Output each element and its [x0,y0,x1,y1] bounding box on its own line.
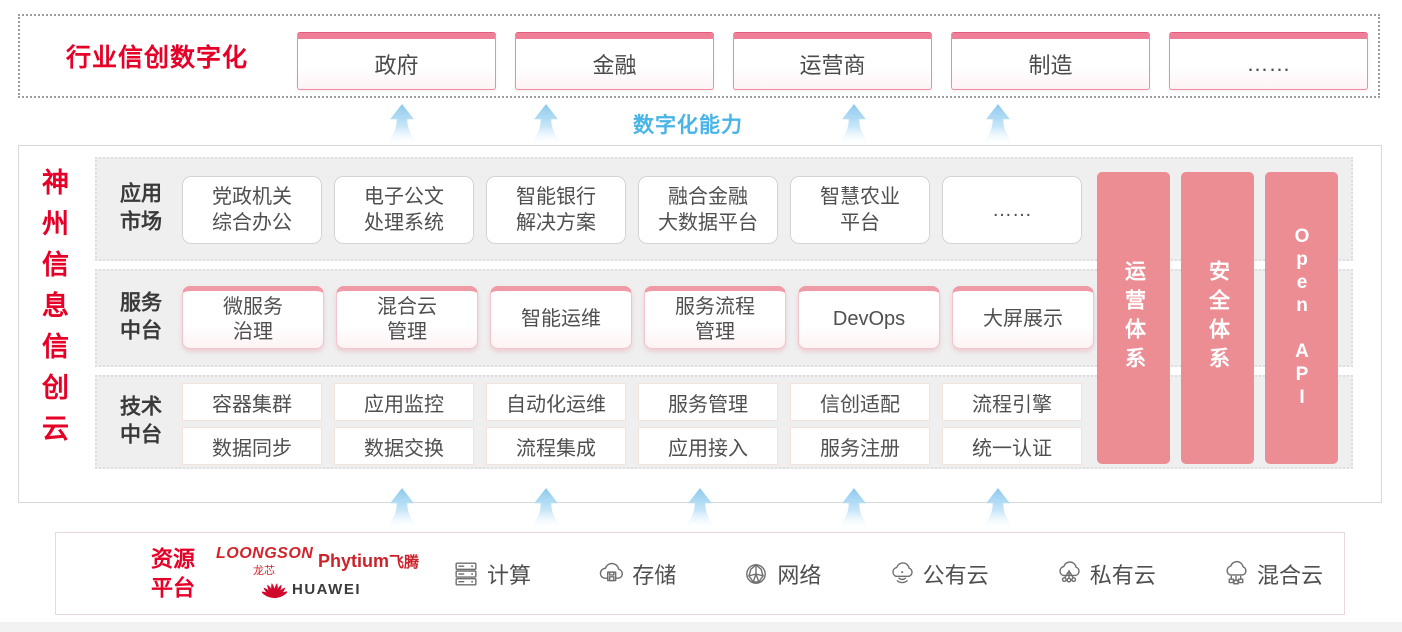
up-arrow-icon [979,104,1017,146]
app-box: 智慧农业 平台 [790,176,930,244]
tech-box: 应用监控 [334,383,474,421]
compute-icon [455,562,477,585]
service-box: 大屏展示 [952,286,1094,349]
private-cloud-icon [1059,560,1080,583]
tech-box: 容器集群 [182,383,322,421]
hybrid-cloud-icon [1226,560,1247,584]
tech-box: 流程引擎 [942,383,1082,421]
public-cloud-icon [891,561,913,583]
resource-item-label: 混合云 [1256,562,1323,588]
tech-platform-label: 技术 中台 [120,395,162,447]
tech-box: 服务注册 [790,427,930,465]
app-box: 电子公文 处理系统 [334,176,474,244]
capability-label: 数字化能力 [633,114,743,137]
resource-item-list: 计算 存储 网络 公有 [451,533,1323,614]
app-market-row: 应用 市场 党政机关 综合办公 电子公文 处理系统 智能银行 解决方案 融合金融… [95,157,1353,261]
loongson-logo-cn: 龙芯 [253,565,275,577]
service-box: 混合云 管理 [336,286,478,349]
tech-box: 数据交换 [334,427,474,465]
huawei-flower-icon [262,583,287,599]
app-market-boxes: 党政机关 综合办公 电子公文 处理系统 智能银行 解决方案 融合金融 大数据平台… [182,176,1082,244]
up-arrow-icon [835,104,873,146]
open-api-bar: Open API [1265,172,1338,464]
tech-platform-row: 技术 中台 容器集群 应用监控 自动化运维 服务管理 信创适配 流程引擎 数据同… [95,375,1353,469]
app-market-label: 应用 市场 [120,182,162,234]
bottom-edge-strip [0,622,1402,632]
up-arrow-icon [681,488,719,530]
tech-platform-boxes-row2: 数据同步 数据交换 流程集成 应用接入 服务注册 统一认证 [182,427,1082,465]
industry-box-operator: 运营商 [733,33,932,90]
resource-platform-label: 资源 平台 [151,545,196,601]
resource-item-public-cloud: 公有云 [887,558,989,590]
tech-box: 应用接入 [638,427,778,465]
loongson-logo-text: LOONGSON [216,545,314,562]
resource-item-compute: 计算 [451,558,531,590]
tech-box: 信创适配 [790,383,930,421]
storage-icon [599,562,624,581]
service-box: DevOps [798,286,940,349]
resource-item-private-cloud: 私有云 [1054,558,1156,590]
resource-item-label: 私有云 [1089,562,1156,588]
industry-band-title: 行业信创数字化 [66,44,249,72]
tech-platform-boxes-row1: 容器集群 应用监控 自动化运维 服务管理 信创适配 流程引擎 [182,383,1082,421]
resource-item-label: 计算 [487,562,532,588]
up-arrow-icon [527,104,565,146]
security-system-bar: 安全体系 [1181,172,1254,464]
huawei-logo: HUAWEI [262,579,361,600]
resource-item-label: 网络 [777,562,822,588]
industry-box-government: 政府 [297,33,496,90]
app-box-more: …… [942,176,1082,244]
industry-band: 行业信创数字化 政府 金融 运营商 制造 …… [18,14,1380,98]
up-arrow-icon [383,104,421,146]
resource-platform-panel: 资源 平台 LOONGSON 龙芯 Phytium飞腾 HUAWEI [55,532,1345,615]
industry-box-finance: 金融 [515,33,714,90]
app-box: 融合金融 大数据平台 [638,176,778,244]
up-arrow-icon [979,488,1017,530]
tech-box: 数据同步 [182,427,322,465]
service-box: 服务流程 管理 [644,286,786,349]
network-icon [746,563,767,584]
phytium-logo-text: Phytium [318,551,390,571]
app-box: 智能银行 解决方案 [486,176,626,244]
operation-system-bar: 运营体系 [1097,172,1170,464]
up-arrow-icon [527,488,565,530]
tech-box: 服务管理 [638,383,778,421]
service-box: 智能运维 [490,286,632,349]
tech-box: 流程集成 [486,427,626,465]
industry-box-manufacturing: 制造 [951,33,1150,90]
industry-box-more: …… [1169,33,1368,90]
tech-box: 自动化运维 [486,383,626,421]
up-arrow-icon [835,488,873,530]
phytium-logo: Phytium飞腾 [318,551,419,572]
resource-item-label: 公有云 [922,562,989,588]
service-platform-label: 服务 中台 [120,291,162,343]
huawei-logo-text: HUAWEI [292,581,361,598]
loongson-logo: LOONGSON 龙芯 [216,545,314,578]
service-platform-boxes: 微服务 治理 混合云 管理 智能运维 服务流程 管理 DevOps 大屏展示 [182,286,1094,349]
service-box: 微服务 治理 [182,286,324,349]
up-arrow-icon [383,488,421,530]
resource-item-label: 存储 [632,562,677,588]
resource-item-storage: 存储 [596,558,676,590]
resource-item-network: 网络 [741,558,821,590]
industry-list: 政府 金融 运营商 制造 …… [297,33,1368,90]
phytium-logo-cn: 飞腾 [389,554,420,571]
resource-item-hybrid-cloud: 混合云 [1221,558,1323,590]
main-panel-title: 神州信息信创云 [38,168,68,455]
tech-box: 统一认证 [942,427,1082,465]
app-box: 党政机关 综合办公 [182,176,322,244]
